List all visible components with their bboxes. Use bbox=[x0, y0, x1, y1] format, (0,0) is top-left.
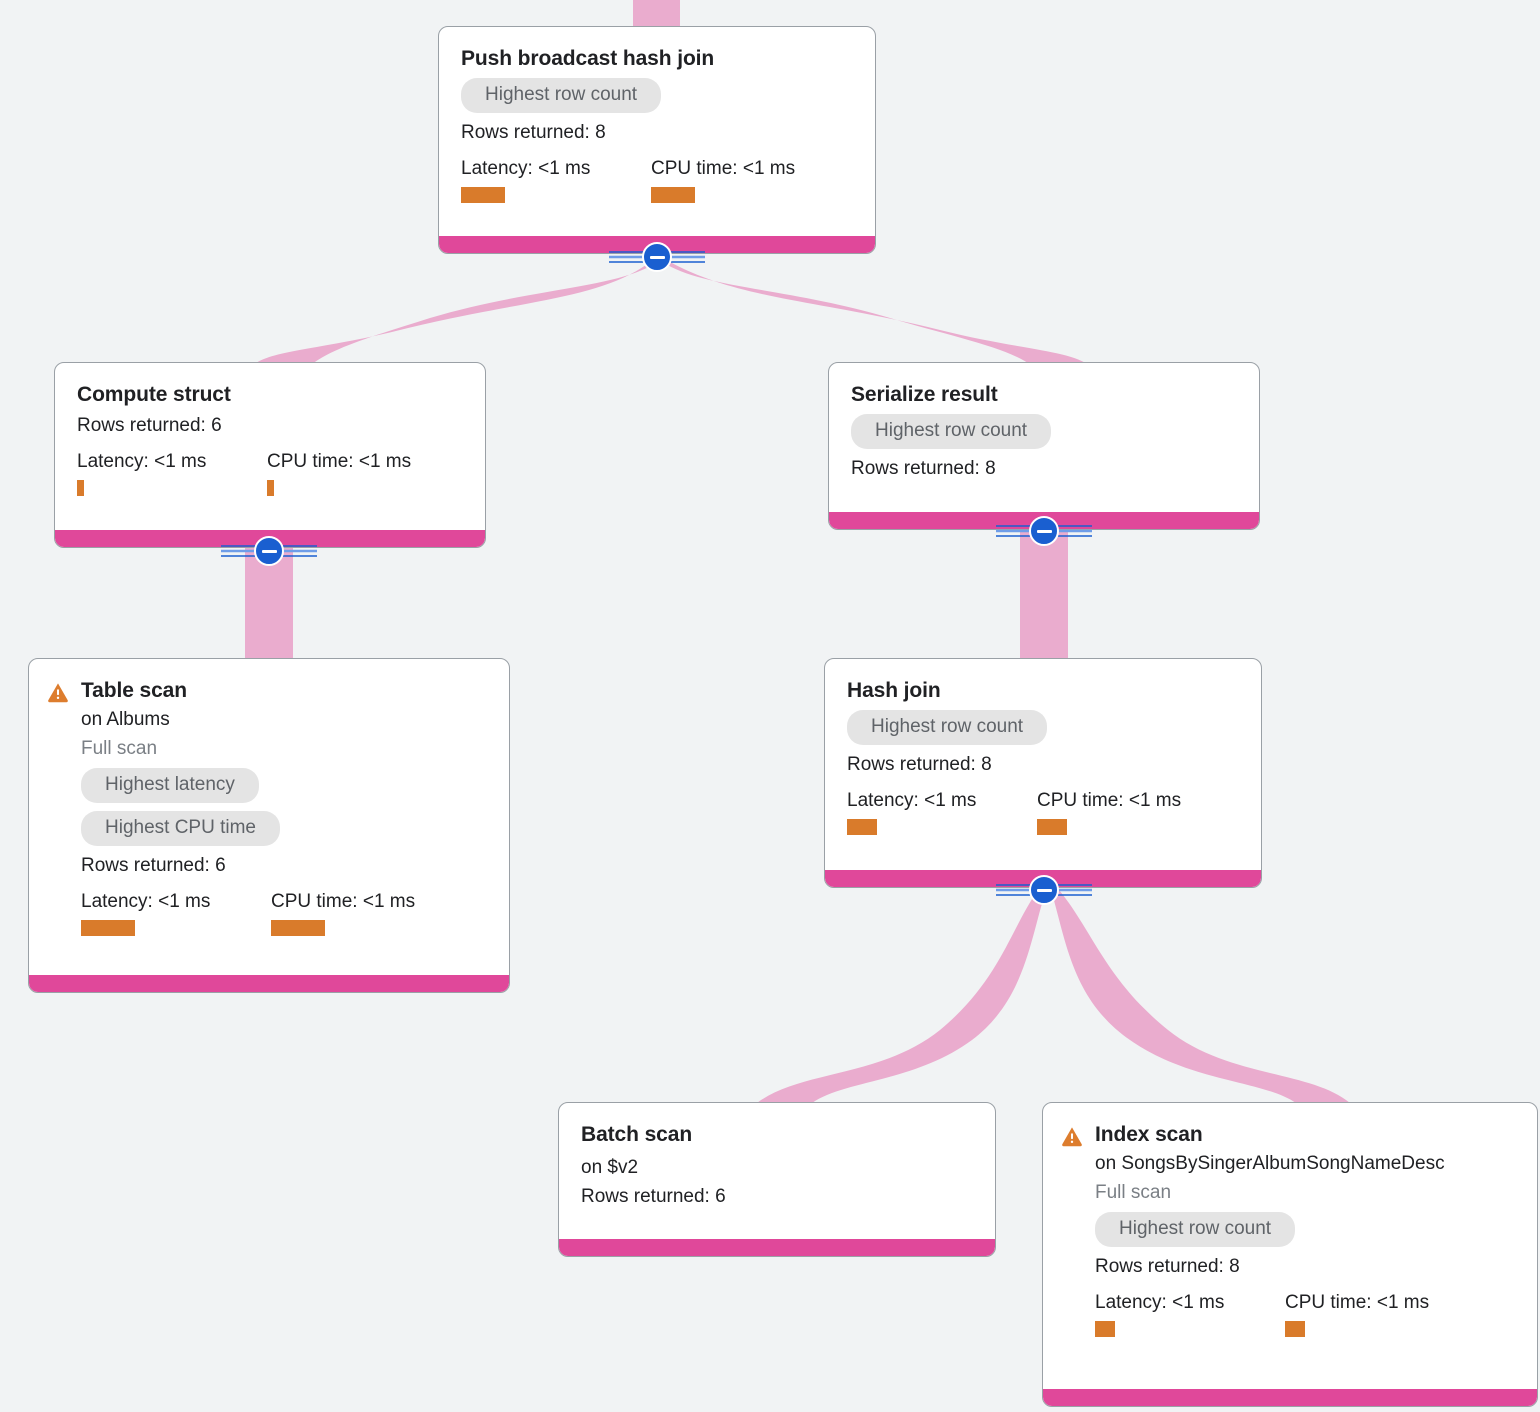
rows-returned: Rows returned: 6 bbox=[77, 415, 222, 436]
edge-hash-join-to-batch-scan bbox=[757, 890, 1046, 1103]
metric-cpu-time: CPU time: <1 ms bbox=[1037, 789, 1181, 835]
metric-latency: Latency: <1 ms bbox=[847, 789, 1037, 835]
latency-bar bbox=[77, 480, 84, 496]
node-table-scan[interactable]: Table scan on Albums Full scan Highest l… bbox=[28, 658, 510, 993]
node-footer-accent bbox=[559, 1239, 995, 1256]
collapse-toggle-compute-struct[interactable] bbox=[221, 534, 317, 568]
cpu-time-bar bbox=[267, 480, 274, 496]
cpu-time-bar bbox=[1285, 1321, 1305, 1337]
node-title: Index scan bbox=[1095, 1123, 1203, 1146]
node-batch-scan[interactable]: Batch scan on $v2 Rows returned: 6 bbox=[558, 1102, 996, 1257]
node-footer-accent bbox=[1043, 1389, 1537, 1406]
metrics-row: Latency: <1 ms CPU time: <1 ms bbox=[461, 157, 853, 203]
latency-label: Latency: <1 ms bbox=[81, 891, 211, 912]
rows-returned: Rows returned: 6 bbox=[81, 855, 226, 876]
metrics-row: Latency: <1 ms CPU time: <1 ms bbox=[1095, 1291, 1515, 1337]
node-title: Compute struct bbox=[77, 383, 231, 406]
edge-top-to-push-broadcast-hash-join bbox=[633, 0, 680, 28]
edge-hash-join-to-index-scan bbox=[1051, 890, 1350, 1103]
cpu-time-bar bbox=[1037, 819, 1067, 835]
latency-bar bbox=[847, 819, 877, 835]
metrics-row: Latency: <1 ms CPU time: <1 ms bbox=[847, 789, 1239, 835]
node-hash-join[interactable]: Hash join Highest row count Rows returne… bbox=[824, 658, 1262, 888]
node-title: Push broadcast hash join bbox=[461, 47, 715, 70]
collapse-toggle-serialize-result[interactable] bbox=[996, 514, 1092, 548]
metric-latency: Latency: <1 ms bbox=[1095, 1291, 1285, 1337]
rows-returned: Rows returned: 8 bbox=[1095, 1256, 1240, 1277]
edge-push-broadcast-hash-join-to-compute-struct bbox=[252, 262, 657, 366]
status-badge-highest-row-count: Highest row count bbox=[1095, 1212, 1296, 1247]
collapse-toggle-hash-join[interactable] bbox=[996, 873, 1092, 907]
rows-returned: Rows returned: 8 bbox=[461, 122, 606, 143]
node-title: Table scan bbox=[81, 679, 187, 702]
latency-label: Latency: <1 ms bbox=[1095, 1292, 1225, 1313]
node-compute-struct[interactable]: Compute struct Rows returned: 6 Latency:… bbox=[54, 362, 486, 548]
edge-push-broadcast-hash-join-to-serialize-result bbox=[663, 262, 1090, 366]
latency-bar bbox=[461, 187, 505, 203]
metric-cpu-time: CPU time: <1 ms bbox=[651, 157, 795, 203]
metric-latency: Latency: <1 ms bbox=[461, 157, 651, 203]
metric-latency: Latency: <1 ms bbox=[77, 450, 267, 496]
collapse-circle[interactable] bbox=[642, 242, 672, 272]
metrics-row: Latency: <1 ms CPU time: <1 ms bbox=[81, 890, 487, 936]
warning-icon bbox=[48, 683, 68, 703]
node-subtitle: on Albums bbox=[81, 709, 170, 730]
node-subtitle: on $v2 bbox=[581, 1157, 639, 1178]
latency-label: Latency: <1 ms bbox=[847, 790, 977, 811]
warning-icon bbox=[1062, 1127, 1082, 1147]
metric-cpu-time: CPU time: <1 ms bbox=[271, 890, 415, 936]
node-index-scan[interactable]: Index scan on SongsBySingerAlbumSongName… bbox=[1042, 1102, 1538, 1407]
minus-icon bbox=[1036, 529, 1052, 533]
node-title: Serialize result bbox=[851, 383, 998, 406]
cpu-time-bar bbox=[271, 920, 325, 936]
node-footer-accent bbox=[29, 975, 509, 992]
node-push-broadcast-hash-join[interactable]: Push broadcast hash join Highest row cou… bbox=[438, 26, 876, 254]
metric-cpu-time: CPU time: <1 ms bbox=[267, 450, 411, 496]
minus-icon bbox=[649, 255, 665, 259]
collapse-toggle-push-broadcast-hash-join[interactable] bbox=[609, 240, 705, 274]
node-title: Batch scan bbox=[581, 1123, 693, 1146]
metrics-row: Latency: <1 ms CPU time: <1 ms bbox=[77, 450, 463, 496]
cpu-time-label: CPU time: <1 ms bbox=[651, 158, 796, 179]
collapse-circle[interactable] bbox=[1029, 875, 1059, 905]
status-badge-highest-row-count: Highest row count bbox=[461, 78, 662, 113]
latency-bar bbox=[1095, 1321, 1115, 1337]
rows-returned: Rows returned: 8 bbox=[847, 754, 992, 775]
node-title: Hash join bbox=[847, 679, 941, 702]
minus-icon bbox=[1036, 888, 1052, 892]
cpu-time-label: CPU time: <1 ms bbox=[1037, 790, 1182, 811]
scan-type: Full scan bbox=[81, 738, 158, 759]
metric-latency: Latency: <1 ms bbox=[81, 890, 271, 936]
latency-label: Latency: <1 ms bbox=[461, 158, 591, 179]
collapse-circle[interactable] bbox=[254, 536, 284, 566]
scan-type: Full scan bbox=[1095, 1182, 1172, 1203]
status-badge-highest-row-count: Highest row count bbox=[847, 710, 1048, 745]
rows-returned: Rows returned: 6 bbox=[581, 1186, 726, 1207]
cpu-time-bar bbox=[651, 187, 695, 203]
latency-label: Latency: <1 ms bbox=[77, 451, 207, 472]
metric-cpu-time: CPU time: <1 ms bbox=[1285, 1291, 1429, 1337]
status-badge-highest-cpu-time: Highest CPU time bbox=[81, 811, 280, 846]
collapse-circle[interactable] bbox=[1029, 516, 1059, 546]
node-serialize-result[interactable]: Serialize result Highest row count Rows … bbox=[828, 362, 1260, 530]
status-badge-highest-latency: Highest latency bbox=[81, 768, 259, 803]
rows-returned: Rows returned: 8 bbox=[851, 458, 996, 479]
cpu-time-label: CPU time: <1 ms bbox=[271, 891, 416, 912]
node-subtitle: on SongsBySingerAlbumSongNameDesc bbox=[1095, 1153, 1445, 1174]
latency-bar bbox=[81, 920, 135, 936]
minus-icon bbox=[261, 549, 277, 553]
edge-serialize-result-to-hash-join bbox=[1020, 530, 1068, 660]
cpu-time-label: CPU time: <1 ms bbox=[267, 451, 412, 472]
cpu-time-label: CPU time: <1 ms bbox=[1285, 1292, 1430, 1313]
status-badge-highest-row-count: Highest row count bbox=[851, 414, 1052, 449]
